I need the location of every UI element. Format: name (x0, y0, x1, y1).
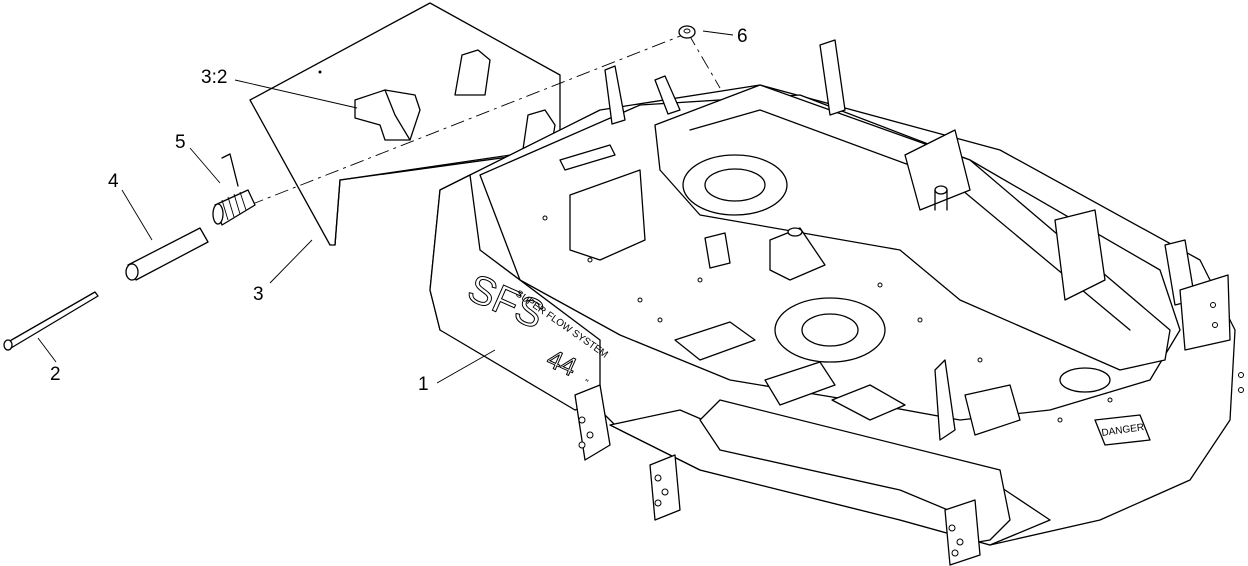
torsion-spring (212, 153, 256, 226)
decal-plate-c (764, 361, 836, 406)
decal-plate-e (704, 232, 731, 269)
decal-plate-d (831, 384, 906, 421)
callout-1: 1 (418, 374, 429, 395)
callout-3: 3 (253, 284, 264, 305)
decal-plate-b (674, 321, 756, 361)
hinge-bracket (354, 89, 421, 141)
callout-6: 6 (737, 26, 748, 47)
callout-5: 5 (175, 132, 186, 153)
mower-deck (429, 39, 1244, 566)
decal-plate-a (559, 144, 616, 171)
lock-nut (678, 25, 696, 39)
deck-size-suffix: " (582, 378, 590, 390)
hinge-axis-line (249, 32, 689, 206)
callout-2: 2 (50, 364, 61, 385)
callout-3-2: 3:2 (201, 67, 227, 88)
spacer-tube (125, 227, 209, 281)
callout-4: 4 (108, 171, 119, 192)
leader-lines (37, 30, 734, 384)
danger-decal-plate (1094, 414, 1151, 446)
hinge-rod (3, 291, 99, 351)
